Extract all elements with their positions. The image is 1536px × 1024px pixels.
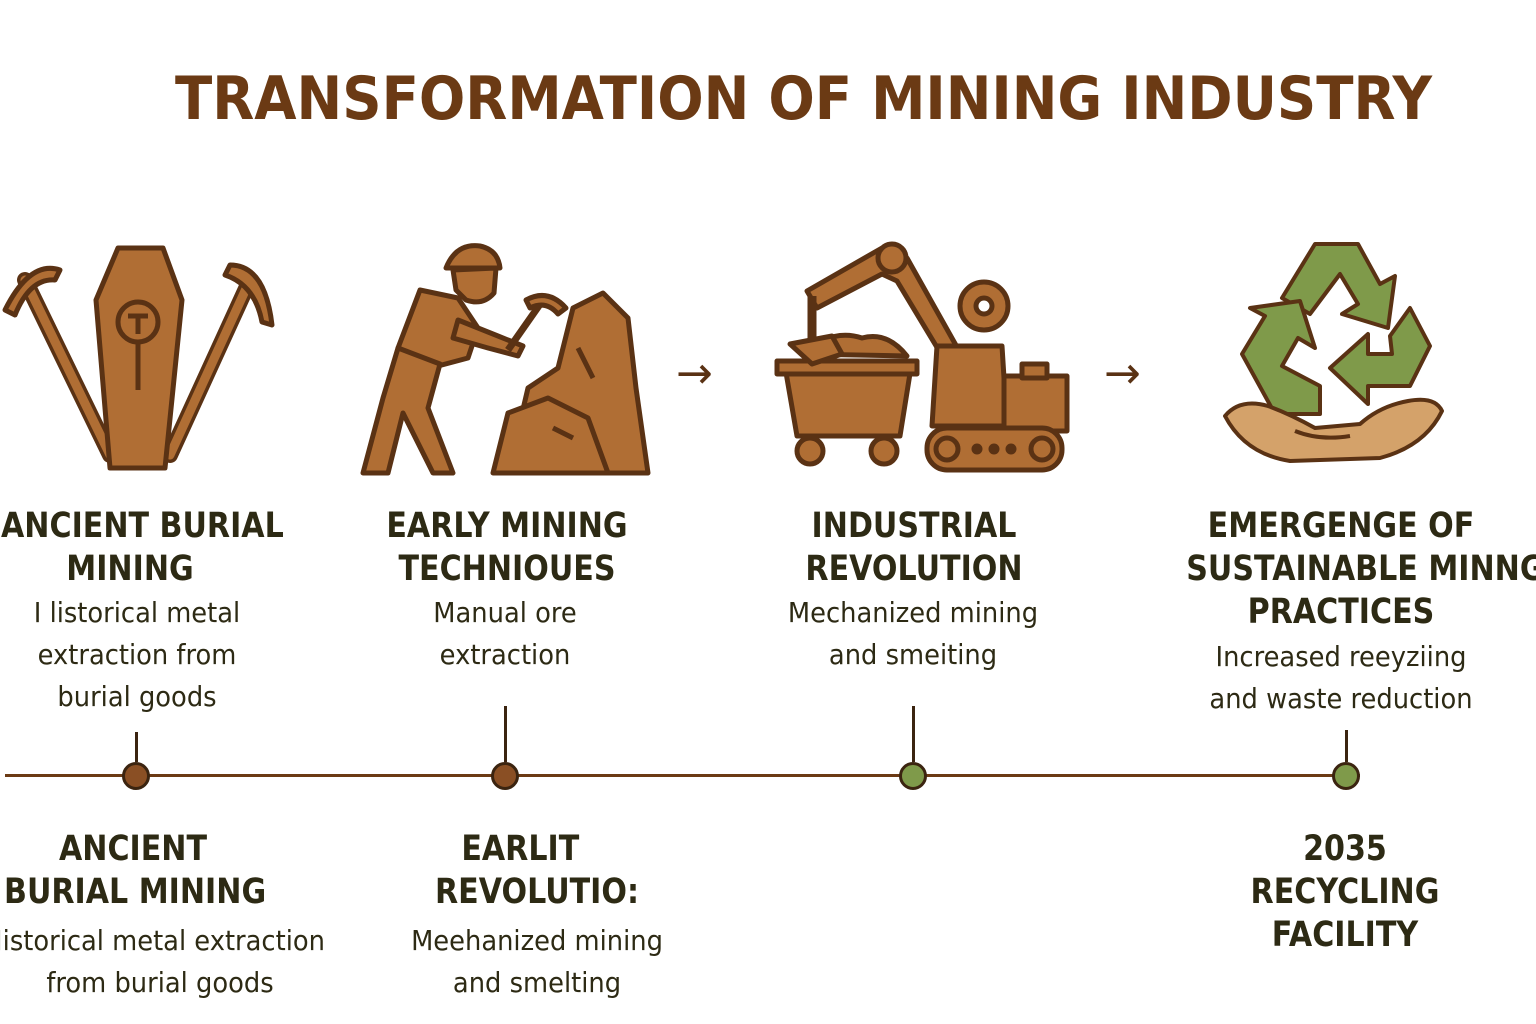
stage-desc-4: Increased reeyziing and waste reduction <box>1209 640 1473 715</box>
stage-desc-3: Mechanized mining and smeiting <box>787 596 1039 671</box>
timeline-title-1: ANCIENT BURIAL MINING <box>4 829 267 912</box>
stage-title-2: EARLY MINING TECHNIOUES <box>386 506 628 589</box>
arrow-2: → <box>1104 348 1141 399</box>
timeline-title-2: EARLIT REVOLUTIO: <box>434 829 640 912</box>
stage-title-1: ANCIENT BURIAL MINING <box>1 506 284 589</box>
arrow-1: → <box>676 348 713 399</box>
timeline-title-4: 2035 RECYCLING FACILITY <box>1250 829 1440 955</box>
stage-desc-1: I listorical metal extraction from buria… <box>33 596 241 713</box>
page-title: TRANSFORMATION OF MINING INDUSTRY <box>175 64 1433 134</box>
coffin-pickaxes-icon <box>2 245 275 471</box>
timeline-desc-1: Iistorical metal extraction from burial … <box>0 924 325 999</box>
timeline-node-2 <box>491 762 519 790</box>
timeline-node-3 <box>899 762 927 790</box>
timeline-tick-3 <box>912 706 915 762</box>
timeline-tick-2 <box>504 706 507 762</box>
stage-desc-2: Manual ore extraction <box>433 596 577 671</box>
timeline-line <box>5 774 1360 777</box>
timeline-tick-4 <box>1345 730 1348 762</box>
stage-title-3: INDUSTRIAL REVOLUTION <box>805 506 1023 589</box>
timeline-node-4 <box>1332 762 1360 790</box>
timeline-tick-1 <box>135 732 138 762</box>
excavator-icon <box>774 241 1070 473</box>
stage-title-4: EMERGENGE OF SUSTAINABLE MINNG PRACTICES <box>1186 506 1536 632</box>
miner-icon <box>360 243 651 476</box>
recycle-hand-icon <box>1223 242 1444 463</box>
timeline-node-1 <box>122 762 150 790</box>
timeline-desc-2: Meehanized mining and smelting <box>411 924 663 999</box>
